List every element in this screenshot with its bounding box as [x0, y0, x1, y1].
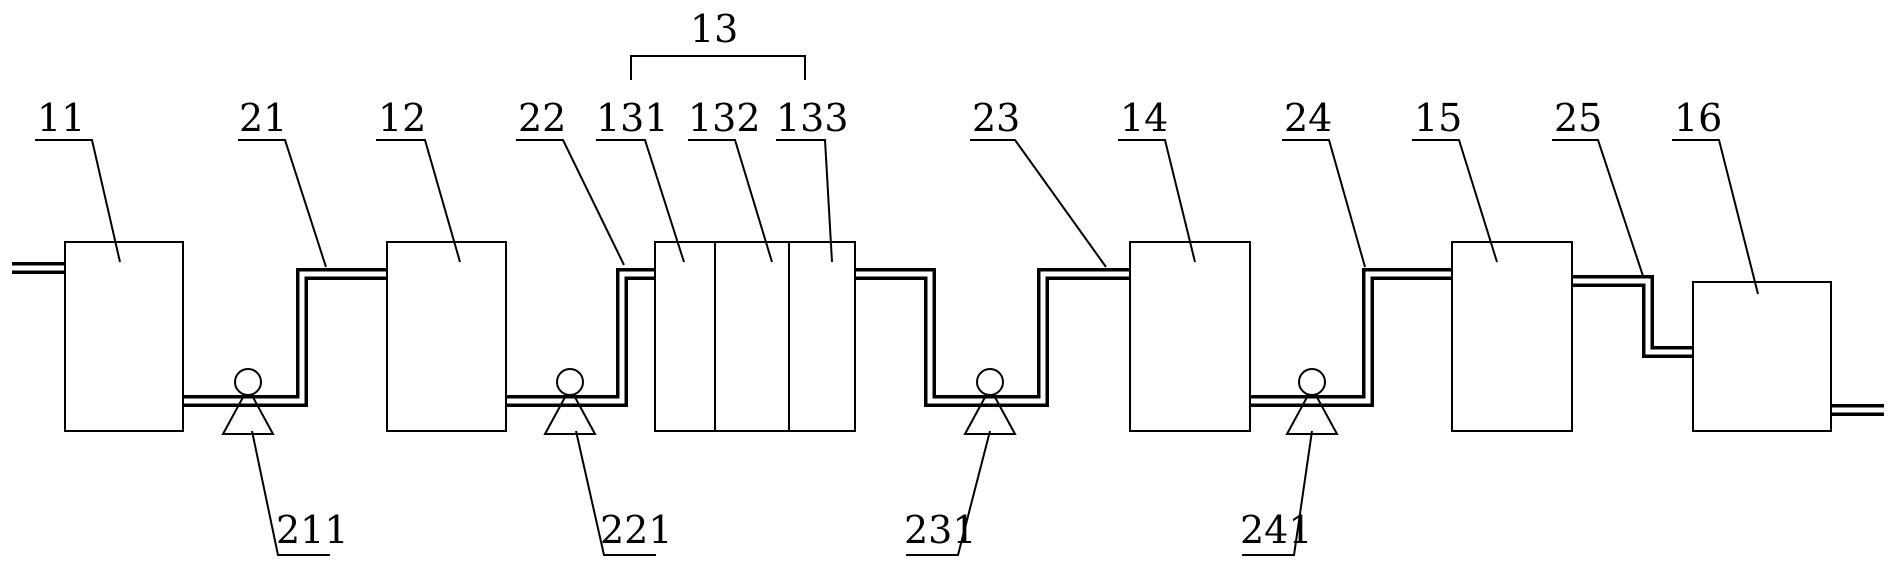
label-131: 131 [596, 96, 669, 140]
label-22: 22 [518, 96, 566, 140]
label-241: 241 [1240, 508, 1313, 552]
leader-15 [1412, 139, 1498, 263]
labels: 11 21 12 22 13 131 132 133 23 14 24 15 2… [37, 7, 1722, 552]
label-12: 12 [378, 96, 426, 140]
tank-12 [386, 241, 507, 432]
leader-22 [516, 139, 625, 266]
label-15: 15 [1414, 96, 1462, 140]
leader-211 [251, 430, 330, 556]
leader-16 [1672, 139, 1759, 295]
leader-24 [1282, 139, 1366, 268]
label-23: 23 [972, 96, 1020, 140]
label-132: 132 [688, 96, 761, 140]
leader-231 [906, 430, 991, 556]
leader-241 [1242, 430, 1313, 556]
pipe-23 [855, 268, 1130, 407]
leader-11 [35, 139, 121, 263]
leader-221 [575, 430, 656, 556]
label-24: 24 [1284, 96, 1332, 140]
unit-133 [788, 241, 856, 432]
pipe-25 [1572, 275, 1693, 358]
label-25: 25 [1554, 96, 1602, 140]
unit-13 [654, 241, 856, 432]
label-231: 231 [904, 508, 977, 552]
label-221: 221 [600, 508, 673, 552]
pipe-24 [1250, 268, 1452, 407]
leader-131 [596, 139, 685, 263]
label-133: 133 [776, 96, 849, 140]
label-211: 211 [276, 508, 349, 552]
leader-lines [35, 55, 1759, 556]
group-13-bracket [630, 55, 806, 80]
pump-221-icon [543, 368, 597, 435]
leader-21 [238, 139, 327, 268]
leader-23 [970, 139, 1107, 268]
label-14: 14 [1120, 96, 1168, 140]
tank-16 [1692, 281, 1832, 432]
leader-132 [688, 139, 773, 263]
unit-132 [714, 241, 790, 432]
label-21: 21 [239, 96, 287, 140]
leader-14 [1118, 139, 1196, 263]
tank-14 [1129, 241, 1251, 432]
tank-15 [1451, 241, 1573, 432]
tank-11 [64, 241, 184, 432]
unit-131 [654, 241, 716, 432]
pump-211-icon [221, 368, 275, 435]
pipe-21 [183, 268, 387, 407]
leader-12 [376, 139, 461, 263]
leader-133 [776, 139, 833, 263]
leader-25 [1552, 139, 1644, 277]
pipes [12, 262, 1884, 416]
label-16: 16 [1674, 96, 1722, 140]
label-13: 13 [690, 7, 738, 51]
label-11: 11 [37, 96, 85, 140]
